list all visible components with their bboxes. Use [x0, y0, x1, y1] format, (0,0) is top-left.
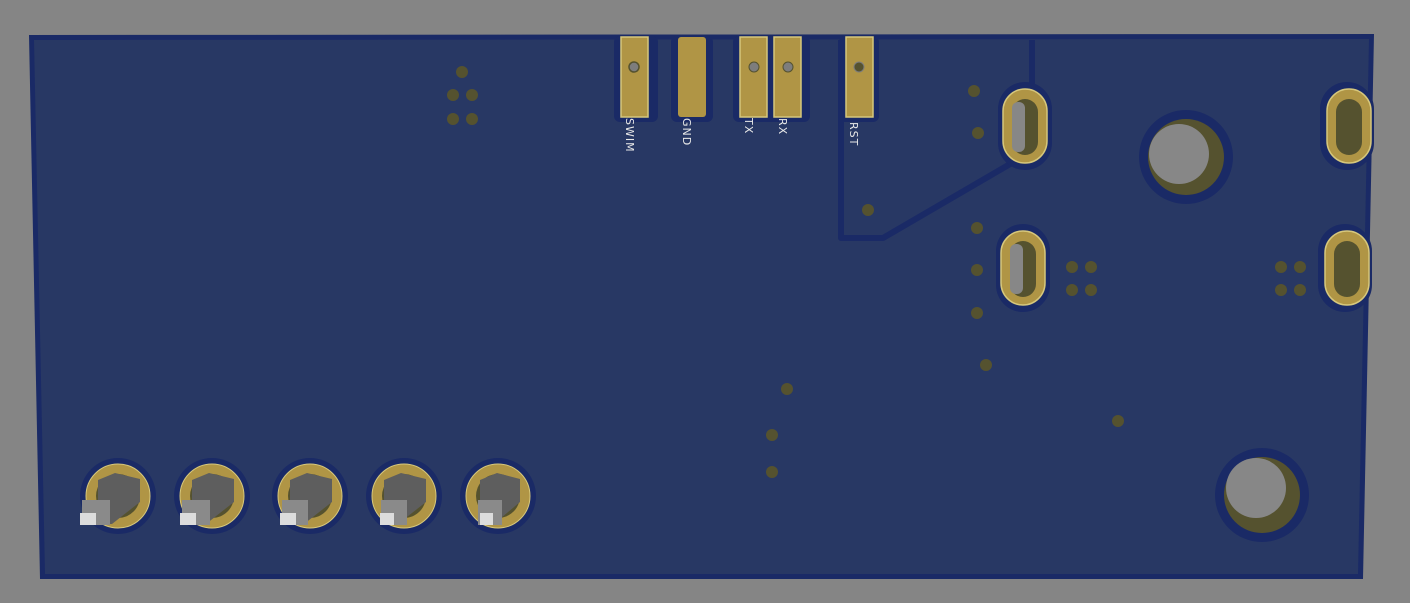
via	[1066, 261, 1078, 273]
slot-pad	[998, 82, 1052, 170]
pad-rst	[845, 36, 874, 118]
through-hole-pin	[174, 458, 250, 534]
through-hole-pin	[272, 458, 348, 534]
via	[1275, 284, 1287, 296]
via	[766, 466, 778, 478]
via	[466, 89, 478, 101]
vias	[447, 66, 1306, 478]
through-hole-pin	[366, 458, 442, 534]
via	[1085, 261, 1097, 273]
via	[971, 307, 983, 319]
pad-rx	[773, 36, 802, 118]
slot-pad	[996, 224, 1050, 312]
via	[1294, 261, 1306, 273]
via	[781, 383, 793, 395]
pad-gnd	[678, 37, 706, 117]
pour-clearance-lines	[838, 40, 1035, 241]
via	[980, 359, 992, 371]
via	[971, 222, 983, 234]
board-copper-pour	[34, 39, 1369, 574]
via	[972, 127, 984, 139]
slot-pad	[1320, 82, 1374, 170]
pad-swim	[620, 36, 649, 118]
silkscreen-rx-label: RX	[776, 118, 789, 136]
mounting-hole	[1139, 110, 1233, 204]
via	[1275, 261, 1287, 273]
through-hole-pin	[460, 458, 536, 534]
via	[1085, 284, 1097, 296]
through-hole-pin	[80, 458, 156, 534]
via	[466, 113, 478, 125]
via	[968, 85, 980, 97]
via	[456, 66, 468, 78]
silkscreen-rst-label: RST	[847, 122, 860, 147]
via	[862, 204, 874, 216]
header-pads	[620, 36, 874, 118]
silkscreen-swim-label: SWIM	[623, 118, 636, 153]
via	[1294, 284, 1306, 296]
via	[971, 264, 983, 276]
pad-tx	[739, 36, 768, 118]
via	[447, 89, 459, 101]
via	[766, 429, 778, 441]
silkscreen-gnd-label: GND	[680, 118, 693, 147]
via	[447, 113, 459, 125]
silkscreen-tx-label: TX	[742, 118, 755, 135]
via	[1066, 284, 1078, 296]
via	[1112, 415, 1124, 427]
mounting-hole	[1215, 448, 1309, 542]
slot-pad	[1318, 224, 1372, 312]
